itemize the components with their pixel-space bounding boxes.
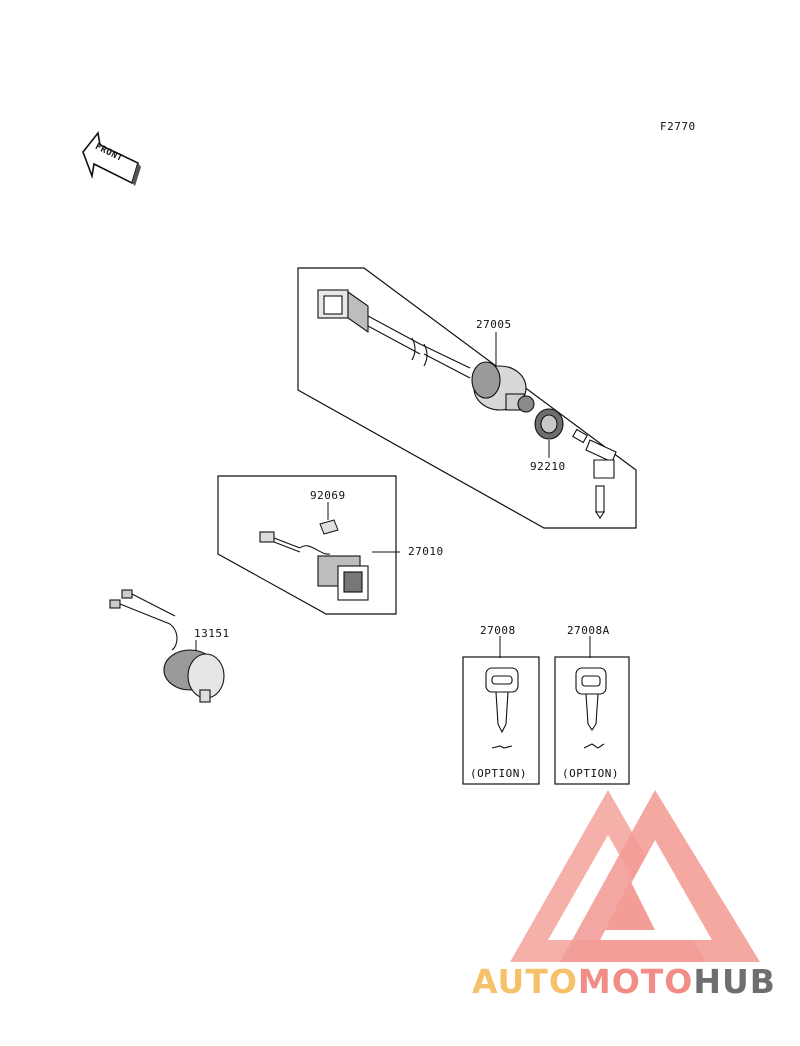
front-arrow-icon [82, 131, 141, 186]
socket-13151 [109, 589, 225, 703]
watermark-text: AUTOMOTOHUB [472, 962, 776, 1001]
leader-lines [195, 332, 591, 662]
label-92210: 92210 [530, 460, 566, 473]
label-27010: 27010 [408, 545, 444, 558]
figure-code: F2770 [660, 120, 696, 133]
connector-27005 [317, 289, 471, 379]
label-27008a: 27008A [567, 624, 610, 637]
watermark-logo [510, 790, 760, 962]
watermark-auto: AUTO [472, 962, 578, 1001]
ignition-switch-body [471, 361, 535, 413]
ignition-switch-box [297, 267, 637, 529]
key-blank-27008a [575, 667, 607, 749]
clip-92069 [319, 519, 339, 535]
key-blank-27008 [485, 667, 519, 749]
switch-assy-box [217, 475, 397, 615]
watermark-moto: MOTO [577, 962, 694, 1001]
option-label-27008a: (OPTION) [562, 767, 619, 780]
key-blank-a-box [554, 656, 630, 785]
key-blank-box [462, 656, 540, 785]
option-label-27008: (OPTION) [470, 767, 527, 780]
label-13151: 13151 [194, 627, 230, 640]
keys-pair [572, 428, 617, 519]
switch-assy-parts [259, 531, 369, 601]
cap-92210 [534, 408, 564, 440]
label-27008: 27008 [480, 624, 516, 637]
label-27005: 27005 [476, 318, 512, 331]
watermark-hub: HUB [693, 962, 776, 1001]
label-92069: 92069 [310, 489, 346, 502]
